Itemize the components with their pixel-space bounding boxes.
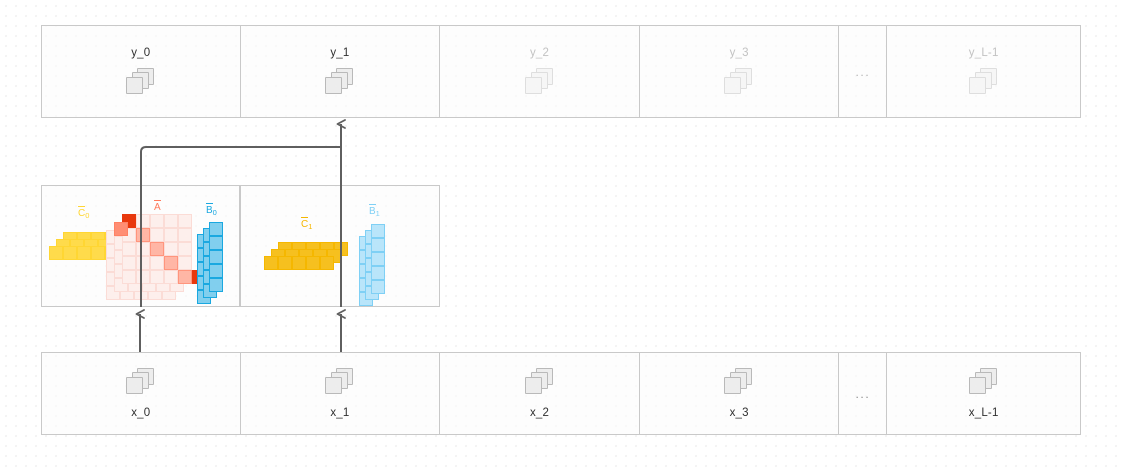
stacked-pages-icon — [524, 68, 555, 96]
tensor-glyph-A — [106, 214, 206, 314]
stacked-pages-icon — [125, 368, 156, 396]
stacked-pages-icon — [324, 68, 355, 96]
stacked-pages-icon — [968, 368, 999, 396]
output-cell-y_1[interactable]: y_1 — [241, 26, 441, 117]
output-cell-y_2[interactable]: y_2 — [440, 26, 640, 117]
cell-label: y_1 — [330, 47, 350, 59]
output-cell-y_L-1[interactable]: y_L-1 — [887, 26, 1080, 117]
cell-label: y_2 — [529, 47, 550, 59]
output-cell-y_3[interactable]: y_3 — [640, 26, 840, 117]
tensor-label-A: A — [154, 199, 161, 213]
stacked-pages-icon — [524, 368, 555, 396]
stacked-pages-icon — [724, 368, 754, 396]
tensor-label-B1: B1 — [369, 203, 380, 218]
cell-label: x_1 — [330, 407, 350, 419]
cell-label: y_0 — [131, 47, 151, 59]
output-cell-y_0[interactable]: y_0 — [42, 26, 241, 117]
cell-label: x_2 — [529, 407, 550, 419]
cell-label: x_L-1 — [968, 407, 999, 419]
ellipsis-separator: ... — [855, 64, 871, 79]
cell-label: y_3 — [729, 47, 749, 59]
input-cell-[interactable]: ... — [839, 353, 888, 434]
stacked-pages-icon — [968, 68, 999, 96]
output-cell-[interactable]: ... — [839, 26, 888, 117]
wire-step0-to-y1 — [140, 146, 341, 307]
cell-label: y_L-1 — [968, 47, 999, 59]
tensor-glyph-C — [264, 242, 354, 290]
stacked-pages-icon — [125, 68, 156, 96]
tensor-glyph-B — [197, 222, 237, 314]
tensor-glyph-B — [359, 224, 399, 316]
stacked-pages-icon — [324, 368, 355, 396]
ellipsis-separator: ... — [855, 386, 871, 401]
input-cell-x_1[interactable]: x_1 — [241, 353, 441, 434]
tensor-label-C0: C0 — [78, 205, 90, 220]
input-cell-x_2[interactable]: x_2 — [440, 353, 640, 434]
input-cell-x_0[interactable]: x_0 — [42, 353, 241, 434]
cell-label: x_3 — [729, 407, 749, 419]
cell-label: x_0 — [131, 407, 151, 419]
tensor-label-B0: B0 — [206, 202, 217, 217]
matrix-accent-secondary — [114, 222, 128, 236]
tensor-label-C1: C1 — [301, 216, 313, 231]
input-cell-x_3[interactable]: x_3 — [640, 353, 840, 434]
output-row: y_0 y_1 y_2 y_3... y_L-1 — [41, 25, 1081, 118]
input-row: x_0 x_1 x_2 x_3... x_L-1 — [41, 352, 1081, 435]
stacked-pages-icon — [724, 68, 754, 96]
input-cell-x_L-1[interactable]: x_L-1 — [887, 353, 1080, 434]
